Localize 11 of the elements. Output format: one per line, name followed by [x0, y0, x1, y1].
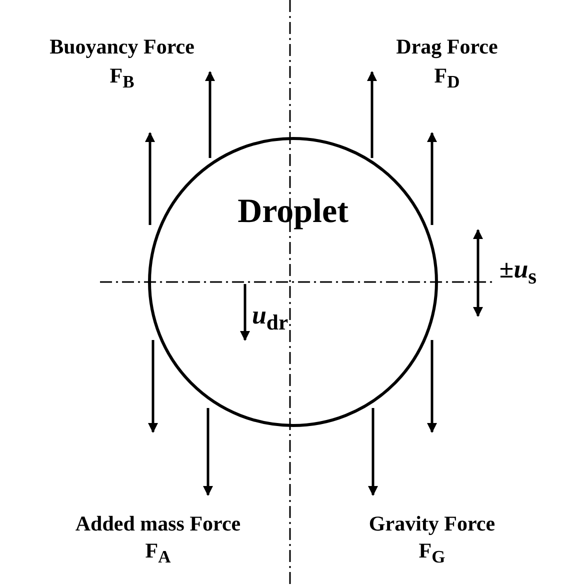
force-label: Added mass Force: [75, 512, 241, 536]
velocity-symbol: u$_{dr}$: [252, 300, 288, 336]
force-label: Gravity Force: [368, 512, 496, 536]
force-symbol: F$_{G}$: [418, 538, 446, 568]
force-symbol: F$_{A}$: [145, 538, 171, 568]
force-label: Buoyancy Force: [50, 34, 194, 60]
force-symbol: F$_{D}$: [434, 63, 460, 93]
velocity-symbol: ±u$_{s}$: [499, 254, 537, 290]
force-label: Drag Force: [396, 34, 498, 60]
force-symbol: F$_{B}$: [110, 63, 134, 93]
droplet-label: Droplet: [238, 193, 348, 231]
